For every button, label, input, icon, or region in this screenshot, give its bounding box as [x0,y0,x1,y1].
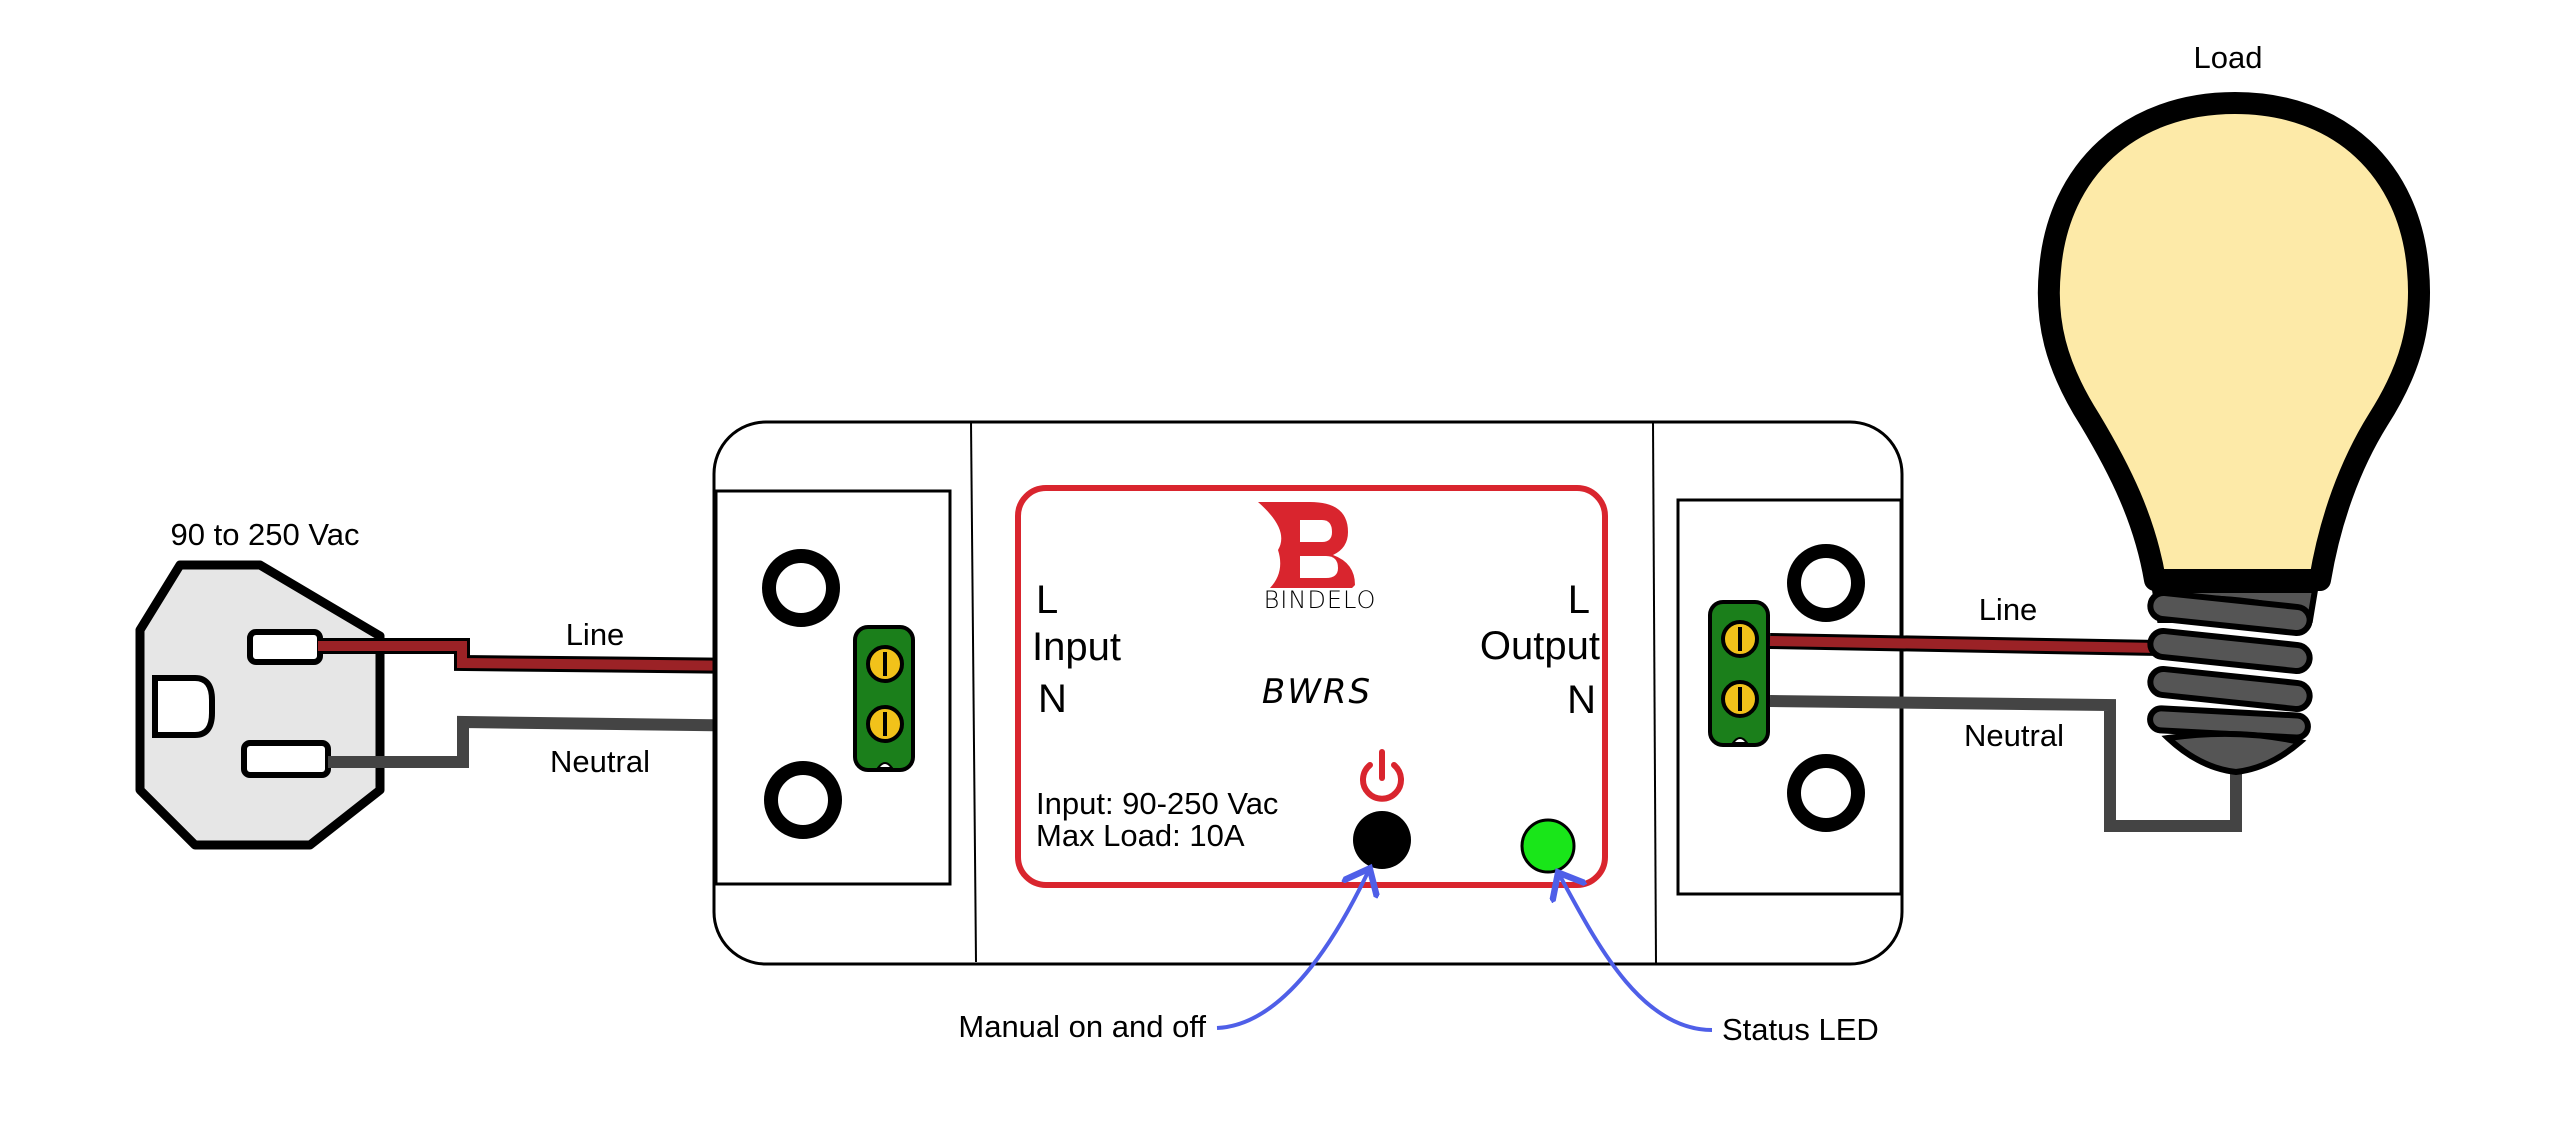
input-terminal-block [853,625,915,772]
manual-callout-arrow [1216,872,1368,1030]
input-title: Input [1032,625,1121,669]
power-plug [135,560,385,850]
bulb-base [2147,587,2319,776]
bindelo-logo: BINDELO [1258,502,1377,614]
output-n-label: N [1567,678,1596,722]
enclosure-divider-right [1652,421,1657,965]
input-l-label: L [1036,578,1058,622]
mount-hole [764,761,842,839]
output-neutral-wire [1769,695,2242,832]
power-icon [1360,749,1404,802]
input-line-wire [318,638,853,675]
output-line-wire [1769,633,2161,656]
input-neutral-label: Neutral [550,744,650,779]
output-line-label: Line [1979,592,2038,627]
input-line-label: Line [566,617,625,652]
status-led [1520,818,1576,874]
input-n-label: N [1038,677,1067,721]
load-title: Load [2194,40,2263,75]
bulb-glass [2037,92,2431,591]
output-neutral-label: Neutral [1964,718,2064,753]
light-bulb [2037,92,2431,776]
model-name: BWRS [1262,672,1372,712]
output-terminal-block [1708,600,1770,747]
spec-input: Input: 90-250 Vac [1036,786,1278,821]
input-neutral-wire [328,715,853,768]
source-voltage-label: 90 to 250 Vac [170,517,359,552]
output-l-label: L [1568,578,1590,622]
manual-callout-label: Manual on and off [958,1009,1206,1044]
plug-line-prong [247,629,323,665]
plug-ground-hole [152,675,215,738]
front-panel [1015,485,1608,888]
brand-name: BINDELO [1264,586,1377,614]
enclosure-divider-left [970,421,977,963]
mount-hole [762,549,840,627]
plug-neutral-prong [241,740,331,778]
mount-hole [1787,544,1865,622]
spec-max-load: Max Load: 10A [1036,818,1245,853]
output-title: Output [1480,624,1600,668]
status-callout-label: Status LED [1722,1012,1879,1047]
manual-toggle-button[interactable] [1353,811,1411,869]
mount-hole [1787,754,1865,832]
status-callout-arrow [1560,876,1713,1032]
